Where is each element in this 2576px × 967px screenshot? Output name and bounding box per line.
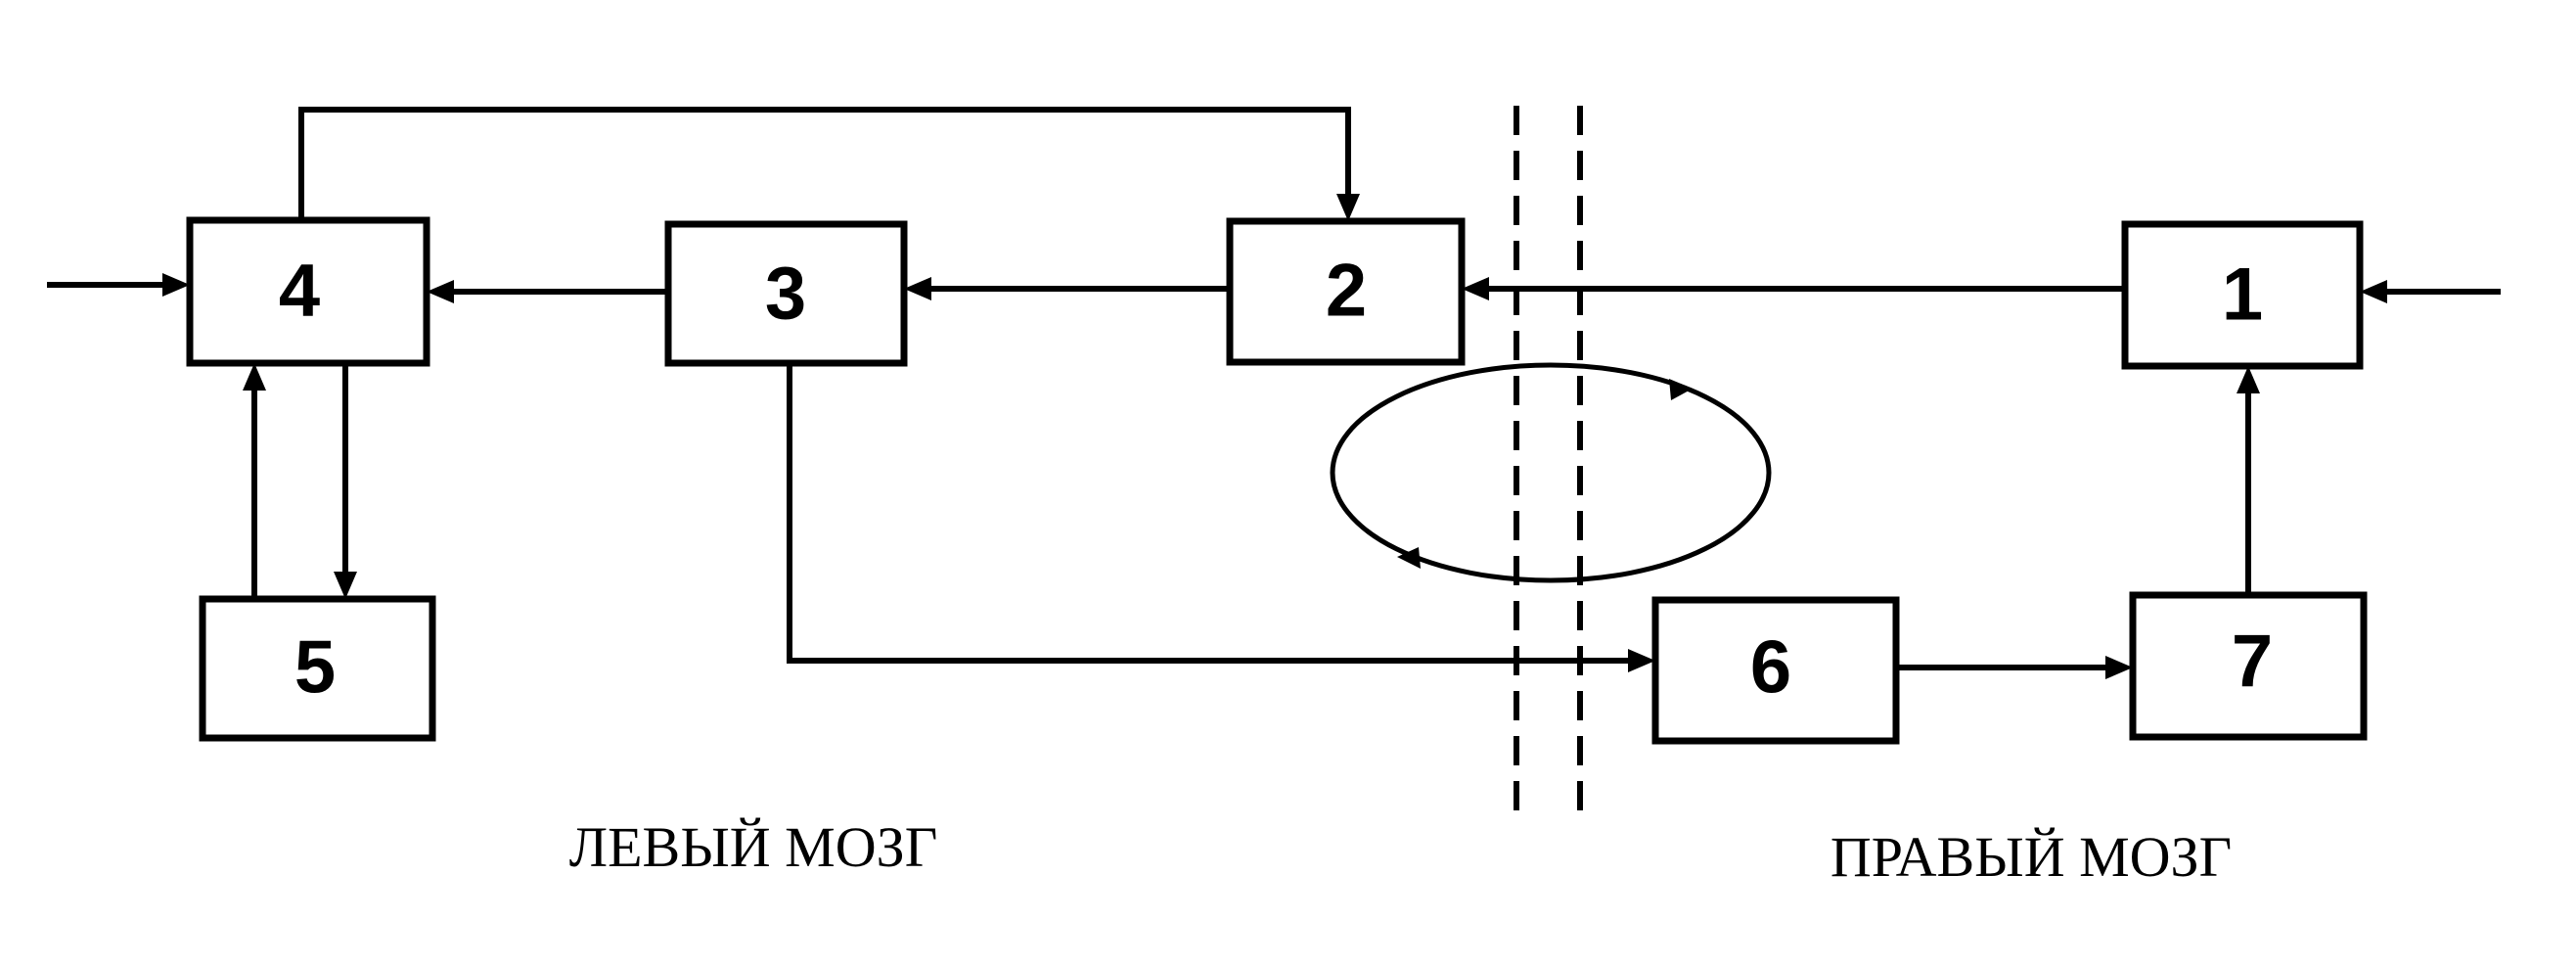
connection-4-to-2	[298, 107, 1351, 220]
block-5: 5	[199, 595, 436, 742]
block-6: 6	[1651, 596, 1900, 745]
cycle-arrowhead-lower	[1397, 547, 1421, 569]
block-1-label: 1	[2222, 253, 2263, 337]
connection-input-to-4-arrowhead	[162, 273, 190, 297]
block-3: 3	[664, 220, 908, 367]
connection-input-to-1-arrowhead	[2360, 280, 2387, 303]
connection-7-to-1-arrowhead	[2237, 366, 2260, 393]
block-1: 1	[2121, 220, 2364, 370]
block-4: 4	[186, 216, 430, 367]
block-5-label: 5	[294, 626, 336, 710]
left-brain-caption: ЛЕВЫЙ МОЗГ	[569, 815, 937, 879]
block-7: 7	[2129, 591, 2368, 741]
interhemispheric-cycle	[1330, 362, 1772, 583]
block-3-label: 3	[765, 253, 806, 336]
block-2-label: 2	[1326, 250, 1367, 333]
connection-4-to-2-arrowhead	[1336, 194, 1360, 221]
connection-5-to-4-arrowhead	[243, 363, 266, 391]
cycle-ellipse	[1330, 362, 1772, 583]
connection-4-to-5-arrowhead	[334, 572, 357, 599]
connections	[47, 107, 2501, 679]
connection-2-to-3-arrowhead	[904, 277, 931, 300]
right-brain-caption: ПРАВЫЙ МОЗГ	[1830, 825, 2232, 889]
block-6-label: 6	[1750, 626, 1791, 710]
connection-3-to-4-arrowhead	[427, 280, 454, 303]
cycle-arrowhead-upper	[1669, 379, 1693, 400]
connection-6-to-7-arrowhead	[2105, 656, 2133, 679]
block-2: 2	[1226, 217, 1466, 366]
block-4-label: 4	[279, 250, 320, 333]
block-7-label: 7	[2232, 621, 2273, 704]
connection-3-to-6	[787, 363, 1628, 664]
connection-3-to-6-arrowhead	[1628, 649, 1655, 672]
connection-1-to-2-arrowhead	[1462, 277, 1489, 300]
